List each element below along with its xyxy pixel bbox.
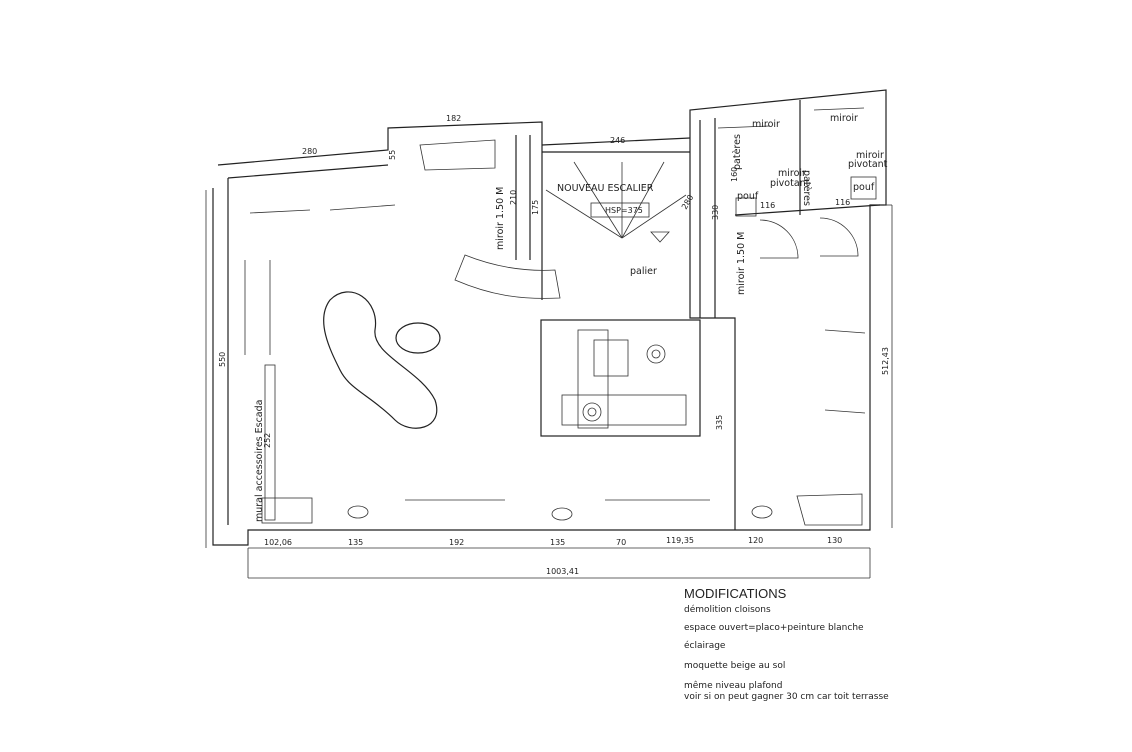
dim-bottom: 119,35 [666, 536, 694, 545]
dim-right-total: 512,43 [881, 347, 890, 375]
dim-bottom: 120 [748, 536, 763, 545]
label-pouf-a: pouf [737, 191, 759, 202]
label-palier: palier [630, 266, 657, 277]
staircase [545, 161, 687, 243]
label-mirror-left: miroir 1.50 M [495, 187, 506, 250]
dim-210: 210 [509, 190, 518, 205]
central-platform [540, 319, 701, 437]
note-item: démolition cloisons [684, 605, 771, 615]
label-hsp: HSP=375 [605, 206, 643, 215]
oval-table [395, 322, 441, 354]
dim-bottom: 70 [616, 538, 626, 547]
note-item: espace ouvert=placo+peinture blanche [684, 623, 864, 633]
label-pateres-b: patères [801, 170, 812, 206]
dim-top-mid: 182 [446, 114, 461, 123]
label-pivot-b: pivotant [848, 159, 888, 170]
dim-160: 160 [730, 167, 739, 182]
label-pateres-a: patères [732, 134, 743, 170]
note-item: moquette beige au sol [684, 661, 786, 671]
note-item: éclairage [684, 641, 726, 651]
dim-stair-right: 280 [680, 193, 695, 211]
label-pivot-b: miroir [856, 150, 884, 161]
curved-counter [323, 291, 438, 429]
label-mirror-a: miroir [752, 119, 780, 130]
label-stair: NOUVEAU ESCALIER [557, 183, 654, 194]
dim-bottom: 102,06 [264, 538, 292, 547]
label-pivot-a: miroir [778, 168, 806, 179]
note-item: voir si on peut gagner 30 cm car toit te… [684, 692, 889, 702]
dim-bottom: 130 [827, 536, 842, 545]
dim-small: 55 [388, 150, 397, 160]
clothing-racks [244, 107, 877, 526]
outer-walls [205, 89, 893, 579]
modifications-notes: MODIFICATIONS démolition cloisons espace… [684, 586, 889, 703]
label-pivot-a: pivotant [770, 178, 810, 189]
seat [347, 505, 369, 519]
label-mirror-b: miroir [830, 113, 858, 124]
label-pouf-b: pouf [853, 182, 875, 193]
dim-116b: 116 [835, 198, 850, 207]
dim-wall-len: 252 [263, 433, 272, 448]
dim-335: 335 [715, 415, 724, 430]
notes-title: MODIFICATIONS [684, 586, 787, 601]
label-mirror-right: miroir 1.50 M [736, 232, 747, 295]
seat [551, 507, 573, 521]
dim-top-left: 280 [302, 147, 317, 156]
dim-total: 1003,41 [546, 567, 579, 576]
note-item: même niveau plafond [684, 681, 783, 691]
dim-stair-top: 246 [610, 136, 625, 145]
label-wall-accessories: mural accessoires Escada [254, 400, 265, 522]
dim-bottom: 192 [449, 538, 464, 547]
dim-left-total: 550 [218, 352, 227, 367]
dim-bottom: 135 [550, 538, 565, 547]
dim-bottom: 135 [348, 538, 363, 547]
seat [751, 505, 773, 519]
dim-175: 175 [531, 200, 540, 215]
dim-330: 330 [711, 205, 720, 220]
dim-116a: 116 [760, 201, 775, 210]
